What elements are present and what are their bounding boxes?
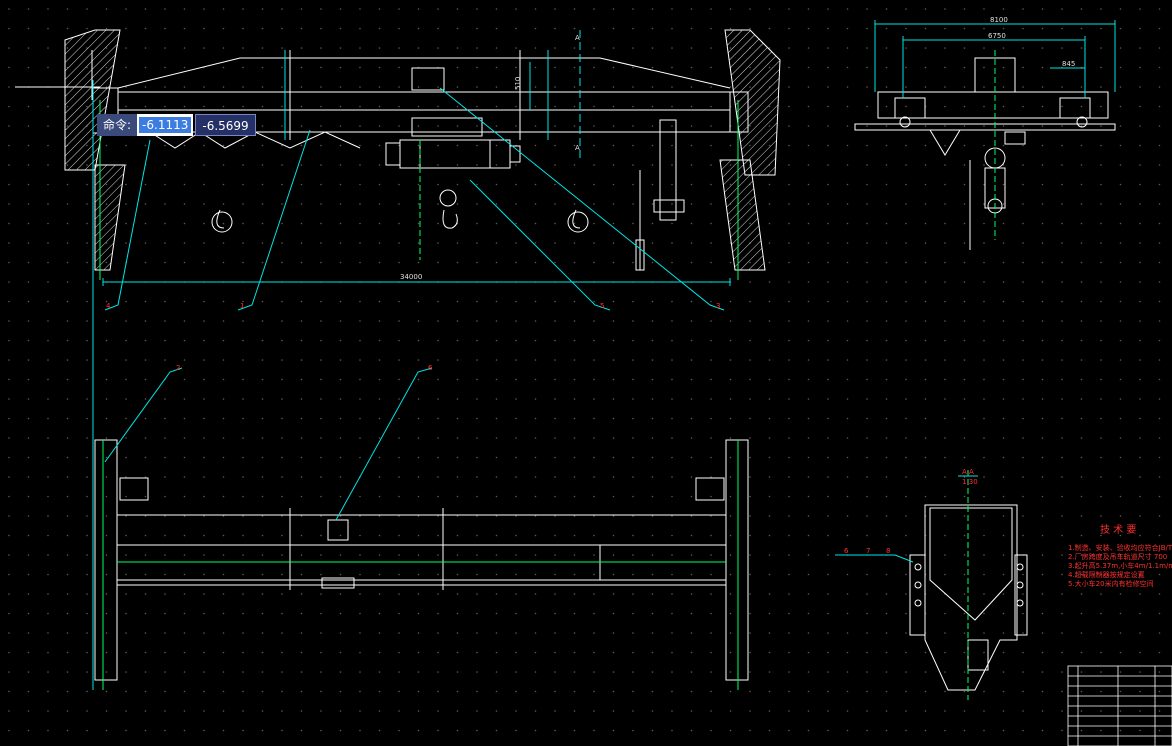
section-leader-7: 7 xyxy=(866,547,870,555)
note-line-5: 5.大小车20米内有检修空间 xyxy=(1068,579,1154,588)
coordinate-x-input[interactable]: -6.1113 xyxy=(137,114,194,136)
side-gearbox xyxy=(1004,131,1026,145)
note-line-1: 1.制造、安装、验收均应符合JB/T13... xyxy=(1068,543,1172,552)
coordinate-y-input[interactable]: -6.5699 xyxy=(195,114,256,136)
plan-trolley-block xyxy=(327,519,349,541)
left-column-hatch xyxy=(94,164,126,271)
hook-icon xyxy=(442,209,458,229)
side-overall-dim-text: 8100 xyxy=(990,16,1008,24)
leader-label-1: 1 xyxy=(240,302,244,310)
leader-2 xyxy=(104,367,183,463)
hook-ghost-left xyxy=(211,211,233,233)
bolt-3 xyxy=(914,599,922,607)
crosshair-cursor xyxy=(15,50,100,100)
side-wheel-box-left xyxy=(894,97,926,119)
section-title: A-A xyxy=(962,468,974,476)
leader-3 xyxy=(439,87,725,311)
section-inner xyxy=(929,507,1013,621)
span-dimension-text: 34000 xyxy=(400,273,422,281)
leader-label-5: 5 xyxy=(600,302,604,310)
leader-4 xyxy=(104,139,151,311)
right-wall-hatch xyxy=(724,29,781,176)
side-rail xyxy=(854,123,1116,131)
pendant-support xyxy=(659,119,677,221)
hoist-brake xyxy=(509,145,521,163)
hoist-motor xyxy=(385,142,401,166)
section-flange-left xyxy=(909,554,926,636)
section-leader-6: 6 xyxy=(844,547,849,555)
end-carriage-right[interactable] xyxy=(729,91,749,133)
note-line-3: 3.起升高5.37m,小车4m/1.1m/min xyxy=(1068,561,1172,570)
bolt-1 xyxy=(914,563,922,571)
leader-5 xyxy=(469,179,611,311)
title-block[interactable] xyxy=(1067,665,1172,746)
main-beam-plan[interactable] xyxy=(116,514,727,586)
section-flange-right xyxy=(1014,554,1028,636)
control-pendant[interactable] xyxy=(635,239,645,271)
leader-label-6: 6 xyxy=(428,364,433,372)
plan-bottom-block xyxy=(321,577,355,589)
bolt-5 xyxy=(1016,581,1024,589)
leader-1 xyxy=(237,129,311,311)
girder-bottom-truss xyxy=(149,131,361,149)
leader-label-2: 2 xyxy=(176,364,180,372)
side-inner-dim-text: 6750 xyxy=(988,32,1006,40)
travel-motor-left xyxy=(119,477,149,501)
section-scale: 1:30 xyxy=(962,478,978,486)
leader-label-3: 3 xyxy=(716,302,720,310)
hook-block xyxy=(439,189,457,207)
leader-6 xyxy=(335,367,433,521)
section-leader-8: 8 xyxy=(886,547,890,555)
side-view[interactable] xyxy=(854,57,1116,250)
command-line[interactable]: 命令: -6.1113 -6.5699 xyxy=(97,114,256,136)
travel-motor-right xyxy=(695,477,725,501)
section-leader xyxy=(835,554,914,563)
right-column-hatch xyxy=(719,159,766,271)
bolt-6 xyxy=(1016,599,1024,607)
note-line-4: 4.超载限制器按规定设置 xyxy=(1068,570,1145,579)
section-mark-bottom: A xyxy=(575,144,580,152)
side-small-dim-text: 845 xyxy=(1062,60,1075,68)
notes-title: 技 术 要 xyxy=(1100,523,1136,536)
girder-top-chord xyxy=(117,57,731,89)
leader-label-4: 4 xyxy=(106,302,111,310)
section-view[interactable] xyxy=(909,504,1028,691)
side-wheel-left xyxy=(899,116,911,128)
bolt-2 xyxy=(914,581,922,589)
pendant-base xyxy=(653,199,685,213)
coordinate-x-value: -6.1113 xyxy=(139,117,192,133)
command-label: 命令: xyxy=(97,114,138,136)
height-dimension-text: 510 xyxy=(514,77,522,90)
side-wheel-right xyxy=(1076,116,1088,128)
plan-view[interactable] xyxy=(94,439,749,690)
hook-ghost-right xyxy=(567,211,589,233)
side-hanger xyxy=(929,129,961,156)
trolley-wheels xyxy=(411,117,483,137)
bolt-4 xyxy=(1016,563,1024,571)
front-view[interactable] xyxy=(64,29,781,280)
note-line-2: 2.厂房跨度及吊车轨道尺寸 700 xyxy=(1068,552,1167,561)
side-wheel-box-right xyxy=(1059,97,1091,119)
section-mark-top: A xyxy=(575,34,580,42)
trolley-frame[interactable] xyxy=(411,67,445,91)
